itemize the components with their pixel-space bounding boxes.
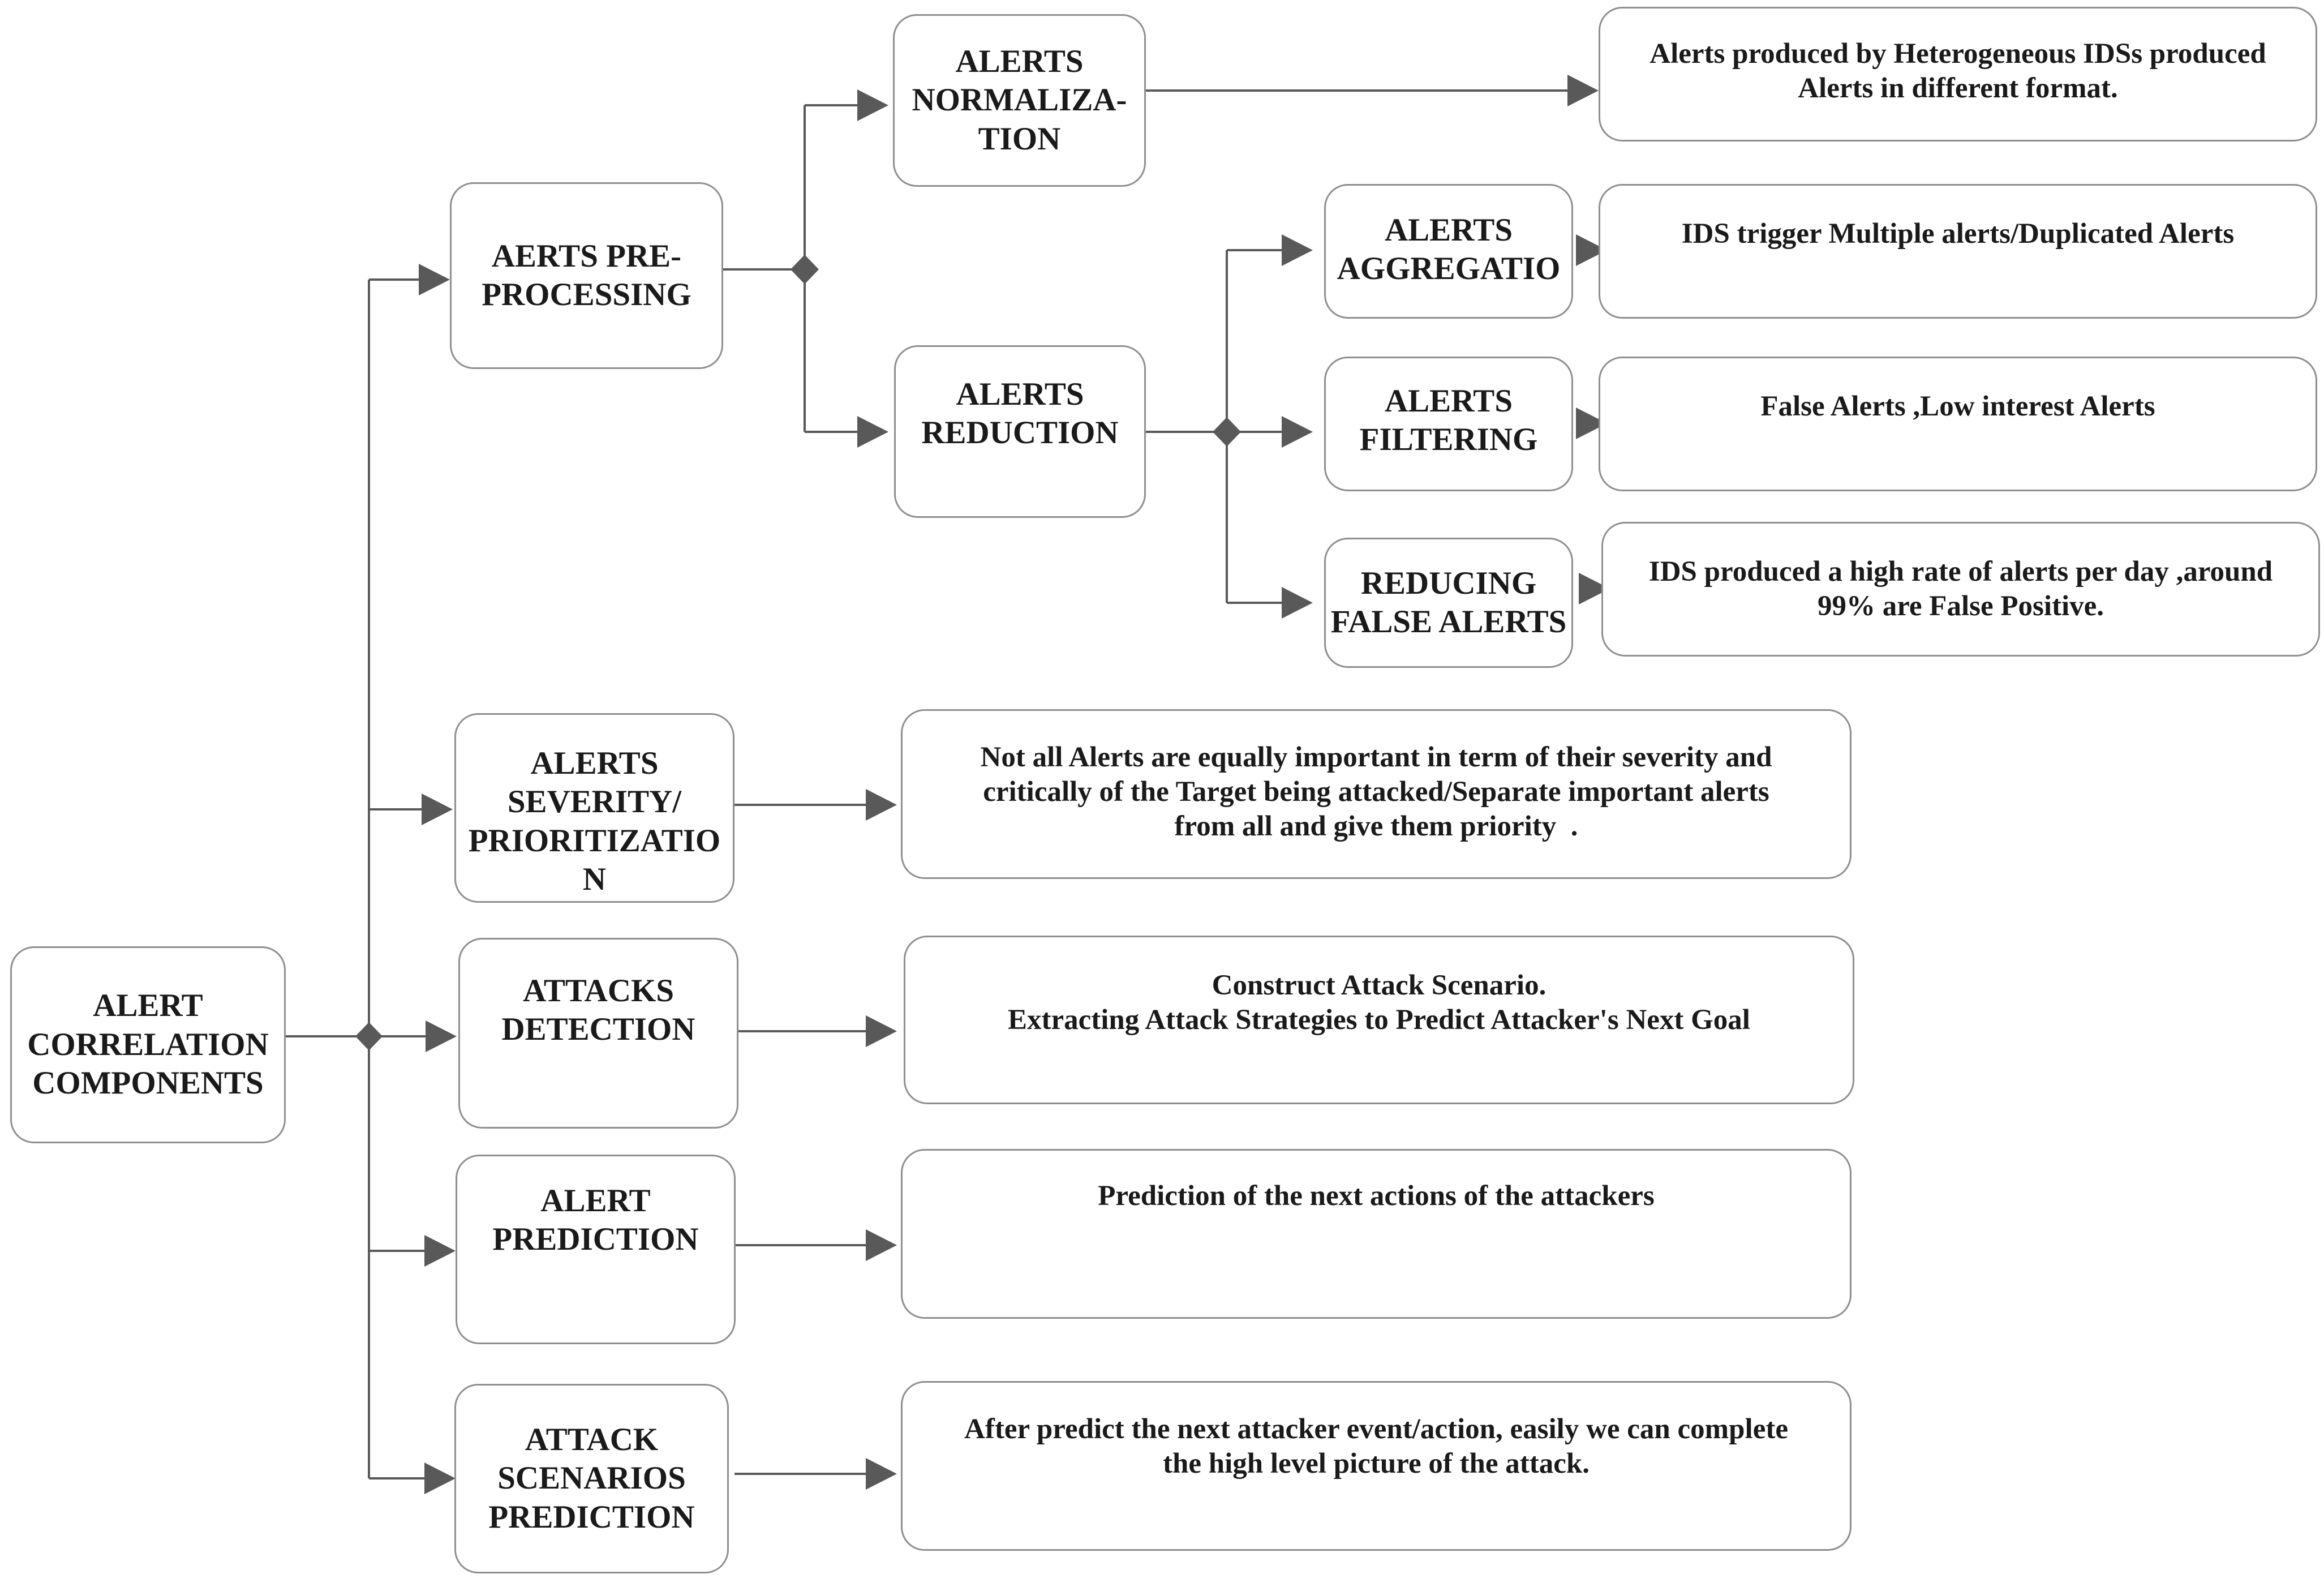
junction-diamond-reduction — [1213, 417, 1241, 447]
text-alerts-severity-desc: Not all Alerts are equally important in … — [980, 741, 1772, 843]
node-alert-correlation-components: ALERT CORRELATION COMPONENTS — [10, 946, 286, 1143]
desc-reducing-false-alerts: IDS produced a high rate of alerts per d… — [1601, 522, 2320, 657]
node-attack-scenarios-prediction: ATTACK SCENARIOS PREDICTION — [454, 1384, 729, 1573]
arrowhead-reducing-false-desc — [1579, 573, 1610, 604]
desc-alerts-aggregation: IDS trigger Multiple alerts/Duplicated A… — [1599, 184, 2317, 319]
label-alert-prediction: ALERT PREDICTION — [492, 1183, 699, 1258]
text-reducing-false-alerts-desc: IDS produced a high rate of alerts per d… — [1648, 556, 2273, 623]
desc-alerts-normalization: Alerts produced by Heterogeneous IDSs pr… — [1599, 7, 2317, 141]
desc-alerts-filtering: False Alerts ,Low interest Alerts — [1599, 357, 2317, 491]
arrowhead-prediction-desc — [866, 1229, 897, 1261]
junction-diamond-preprocessing — [791, 255, 819, 284]
label-alerts-filtering: ALERTS FILTERING — [1359, 383, 1538, 458]
label-alerts-severity: ALERTS SEVERITY/ PRIORITIZATIO N — [468, 745, 721, 898]
label-reducing-false-alerts: REDUCING FALSE ALERTS — [1330, 565, 1567, 640]
label-alerts-preprocessing: AERTS PRE- PROCESSING — [482, 238, 691, 312]
node-alerts-severity: ALERTS SEVERITY/ PRIORITIZATIO N — [454, 713, 734, 903]
arrowhead-reduction — [857, 416, 888, 448]
desc-attack-scenarios-prediction: After predict the next attacker event/ac… — [901, 1381, 1852, 1551]
arrowhead-normalization-desc — [1567, 75, 1599, 106]
desc-alerts-severity: Not all Alerts are equally important in … — [901, 709, 1852, 879]
node-alerts-filtering: ALERTS FILTERING — [1324, 357, 1573, 491]
arrowhead-severity-desc — [866, 789, 897, 821]
label-attack-scenarios-prediction: ATTACK SCENARIOS PREDICTION — [488, 1421, 695, 1535]
text-alerts-aggregation-desc: IDS trigger Multiple alerts/Duplicated A… — [1681, 218, 2235, 250]
arrowhead-aggregation — [1282, 234, 1313, 266]
label-alerts-normalization: ALERTS NORMALIZA- TION — [912, 43, 1127, 157]
arrowhead-normalization — [857, 89, 888, 121]
arrowhead-filtering-desc — [1576, 408, 1607, 439]
desc-attacks-detection: Construct Attack Scenario. Extracting At… — [904, 936, 1854, 1104]
arrowhead-prediction — [424, 1235, 456, 1267]
node-alert-prediction: ALERT PREDICTION — [456, 1155, 736, 1344]
arrowhead-filtering — [1282, 416, 1313, 448]
label-alerts-aggregation: ALERTS AGGREGATIO — [1337, 212, 1561, 287]
node-reducing-false-alerts: REDUCING FALSE ALERTS — [1324, 538, 1573, 668]
label-attacks-detection: ATTACKS DETECTION — [501, 973, 695, 1048]
text-attacks-detection-desc: Construct Attack Scenario. Extracting At… — [1008, 970, 1750, 1036]
desc-alert-prediction: Prediction of the next actions of the at… — [901, 1149, 1852, 1319]
text-alert-prediction-desc: Prediction of the next actions of the at… — [1098, 1180, 1655, 1212]
text-attack-scenarios-prediction-desc: After predict the next attacker event/ac… — [964, 1413, 1788, 1480]
arrowhead-preprocessing — [419, 264, 450, 295]
label-alerts-reduction: ALERTS REDUCTION — [921, 376, 1119, 451]
arrowhead-reducing-false — [1282, 587, 1313, 619]
node-alerts-reduction: ALERTS REDUCTION — [894, 345, 1146, 518]
arrowhead-severity — [422, 794, 453, 825]
label-alert-correlation-components: ALERT CORRELATION COMPONENTS — [27, 988, 269, 1101]
arrowhead-scenarios — [424, 1463, 456, 1494]
text-alerts-filtering-desc: False Alerts ,Low interest Alerts — [1760, 391, 2155, 422]
arrowhead-detection — [426, 1020, 457, 1052]
junction-diamond-main — [355, 1022, 383, 1050]
node-alerts-preprocessing: AERTS PRE- PROCESSING — [450, 182, 723, 369]
node-alerts-aggregation: ALERTS AGGREGATIO — [1324, 184, 1573, 319]
node-alerts-normalization: ALERTS NORMALIZA- TION — [893, 14, 1146, 187]
node-attacks-detection: ATTACKS DETECTION — [458, 938, 738, 1129]
arrowhead-detection-desc — [866, 1015, 897, 1047]
text-alerts-normalization-desc: Alerts produced by Heterogeneous IDSs pr… — [1649, 38, 2266, 105]
arrowhead-aggregation-desc — [1576, 234, 1607, 266]
arrowhead-scenarios-desc — [866, 1458, 897, 1490]
